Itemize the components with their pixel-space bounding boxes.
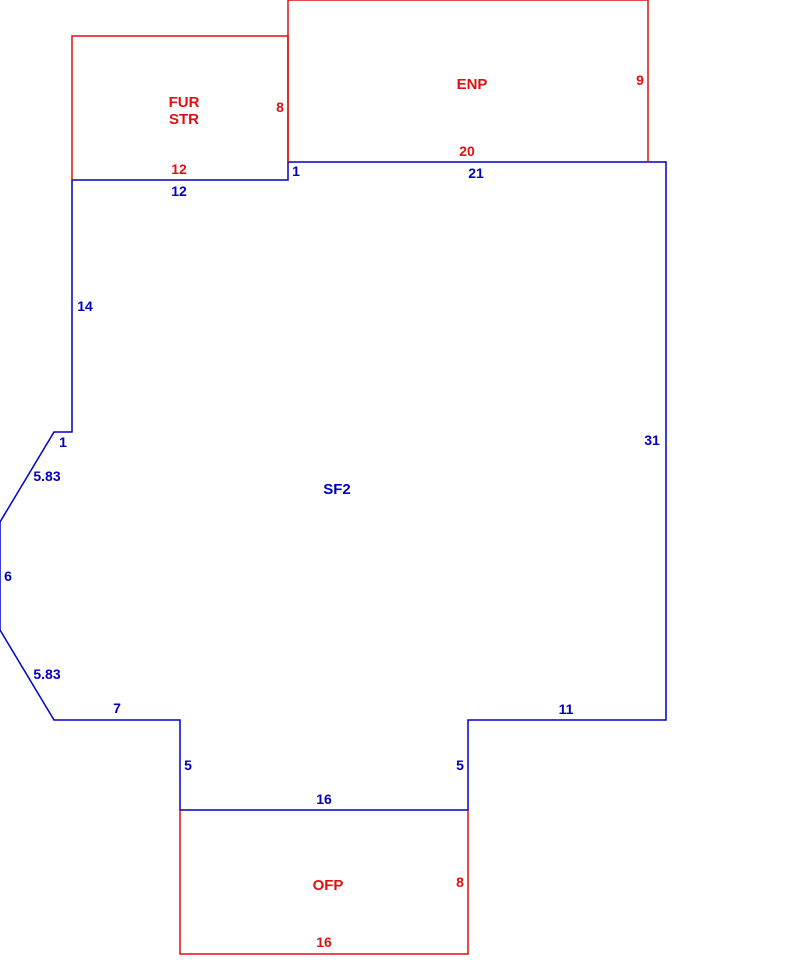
dim-main-right: 31 [644,432,660,448]
furstr-outline[interactable] [71,35,289,180]
dim-main-notch-bottom: 16 [316,791,332,807]
dim-enp-side: 9 [636,72,644,88]
furstr-area-label-line1: FUR [169,94,200,111]
sf2-area-label: SF2 [323,481,351,498]
dim-main-upper-diagonal: 5.83 [33,468,60,484]
dim-main-top-left: 12 [171,183,187,199]
ofp-outline[interactable] [179,810,469,955]
dim-main-lower-diagonal: 5.83 [33,666,60,682]
dim-main-left-notch: 5 [184,757,192,773]
furstr-area-label-line2: STR [169,111,199,128]
dim-main-top-right: 21 [468,165,484,181]
dim-enp-bottom: 20 [459,143,475,159]
dim-main-left: 14 [77,298,93,314]
dim-furstr-bottom: 12 [171,161,187,177]
enp-area-label: ENP [457,76,488,93]
dim-main-bottom-right: 11 [559,701,574,717]
ofp-area-label: OFP [313,877,344,894]
dim-main-bay-side: 6 [4,568,12,584]
dim-main-right-notch: 5 [456,757,464,773]
dim-furstr-side: 8 [276,99,284,115]
dim-main-top-step: 1 [292,163,300,179]
dim-ofp-bottom: 16 [316,934,332,950]
dim-main-bottom-left: 7 [113,700,121,716]
dim-main-left-step: 1 [59,434,67,450]
dim-ofp-side: 8 [456,874,464,890]
